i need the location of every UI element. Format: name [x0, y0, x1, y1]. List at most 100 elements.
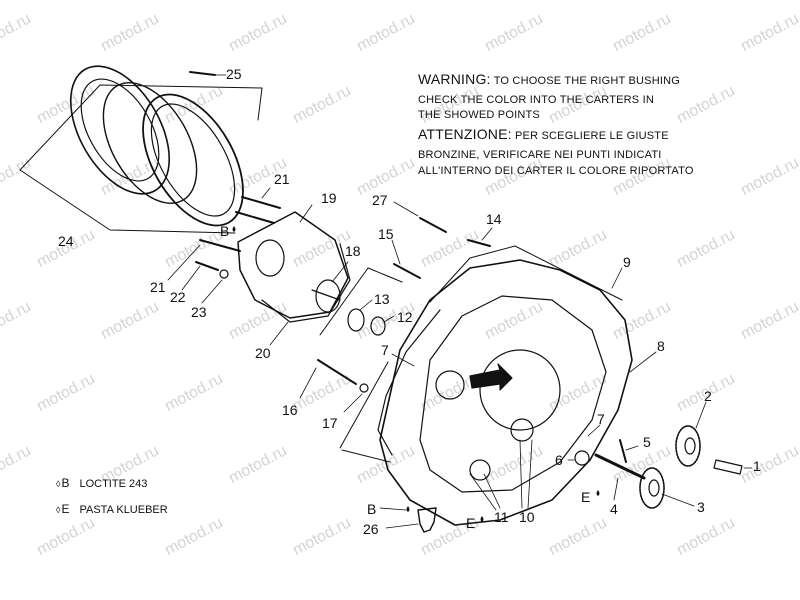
gear-2-hub: [684, 437, 696, 455]
callout-22: 22: [170, 289, 186, 305]
leader-7b: [587, 424, 601, 437]
dowel-6: [574, 450, 590, 466]
callout-5: 5: [643, 434, 651, 450]
bore-center: [479, 349, 561, 431]
cover-19: [237, 211, 349, 319]
callout-24: 24: [58, 233, 74, 249]
warning-en-rest: TO CHOOSE THE RIGHT BUSHING: [493, 75, 681, 87]
cover-hub: [255, 239, 285, 277]
gear-2: [675, 425, 701, 467]
leader-3: [661, 493, 695, 507]
pin-1: [713, 459, 743, 475]
leader-11a: [469, 473, 497, 511]
washer-17: [359, 383, 369, 393]
washer-23: [219, 269, 229, 279]
impeller-18: [315, 279, 341, 313]
group-24-bracket: [19, 84, 263, 234]
callout-3: 3: [697, 499, 705, 515]
group-12-13-bracket: [319, 267, 403, 336]
leader-19: [299, 204, 313, 223]
cover-gasket-20: [261, 243, 351, 323]
leader-21b: [167, 244, 201, 281]
screw-25: [189, 71, 216, 76]
legend-text: PASTA KLUEBER: [79, 504, 168, 516]
pin-5: [619, 439, 627, 463]
callout-1: 1: [753, 458, 761, 474]
seal-12: [370, 316, 386, 336]
leader-10a: [519, 439, 523, 509]
callout-6: 6: [555, 452, 563, 468]
drop-b-19: [232, 226, 236, 232]
bushing-11: [469, 459, 491, 481]
leader-26: [385, 523, 419, 529]
leader-17: [343, 393, 363, 413]
bolt-27: [419, 217, 447, 233]
callout-9: 9: [623, 254, 631, 270]
callout-7b: 7: [597, 411, 605, 427]
bolt-15: [393, 263, 421, 279]
clutch-gasket: [142, 93, 244, 227]
leader-15: [391, 239, 401, 265]
warning-it-line2: BRONZINE, VERIFICARE NEI PUNTI INDICATI: [418, 149, 662, 161]
leader-13: [359, 299, 373, 311]
callout-e-11: E: [466, 515, 476, 531]
application-drops: [232, 226, 600, 522]
warning-en-line1: WARNING: TO CHOOSE THE RIGHT BUSHING: [418, 71, 680, 87]
warning-it-line3: ALL'INTERNO DEI CARTER IL COLORE RIPORTA…: [418, 165, 694, 177]
callout-25: 25: [226, 66, 242, 82]
callout-23: 23: [191, 304, 207, 320]
warning-en-line3: THE SHOWED POINTS: [418, 109, 540, 121]
warning-en-head: WARNING:: [418, 71, 491, 87]
warning-en-line2: CHECK THE COLOR INTO THE CARTERS IN: [418, 94, 655, 106]
leader-2: [695, 401, 707, 429]
leader-11b: [483, 473, 501, 509]
bolts-group: [299, 201, 493, 413]
cover-group: [167, 187, 351, 346]
bore-small: [435, 370, 465, 400]
bolt-14: [467, 239, 491, 247]
callout-e-4: E: [581, 489, 591, 505]
callout-10: 10: [519, 509, 535, 525]
bolt-16: [317, 359, 357, 385]
crankcase-inner: [419, 295, 607, 493]
clutch-plate-outer: [69, 65, 171, 195]
leader-7a: [391, 353, 415, 367]
leader-5: [625, 445, 639, 451]
leader-b-26: [379, 507, 407, 511]
leader-10b: [527, 439, 533, 509]
callout-21b: 21: [150, 279, 166, 295]
drop-e-11: [480, 516, 484, 522]
pointer-arrow: [469, 363, 513, 391]
callout-13: 13: [374, 291, 390, 307]
leader-18: [331, 261, 349, 283]
callout-21a: 21: [274, 171, 290, 187]
crankcase-flange: [377, 309, 441, 456]
clutch-ring: [102, 82, 198, 204]
sensor-26: [417, 507, 437, 533]
leader-9: [611, 267, 623, 289]
callout-4: 4: [610, 501, 618, 517]
leader-27: [393, 201, 419, 217]
bolt-21a: [241, 196, 281, 209]
callout-17: 17: [322, 415, 338, 431]
sensor-group: [379, 507, 437, 533]
callout-27: 27: [372, 192, 388, 208]
callout-20: 20: [255, 345, 271, 361]
callout-14: 14: [486, 211, 502, 227]
callout-b-26: B: [367, 501, 377, 517]
drop-e-4: [596, 490, 600, 496]
clutch-cover-group: [19, 65, 263, 234]
legend-letter: B: [61, 476, 70, 490]
seal-group: [319, 267, 403, 336]
callout-8: 8: [657, 338, 665, 354]
leader-23: [201, 279, 223, 304]
callout-15: 15: [378, 226, 394, 242]
leader-4: [613, 477, 619, 501]
legend-text: LOCTITE 243: [79, 478, 148, 490]
bolt-b: [235, 211, 275, 224]
gears-group: [594, 401, 753, 509]
callout-19: 19: [321, 190, 337, 206]
leader-21a: [261, 187, 271, 199]
